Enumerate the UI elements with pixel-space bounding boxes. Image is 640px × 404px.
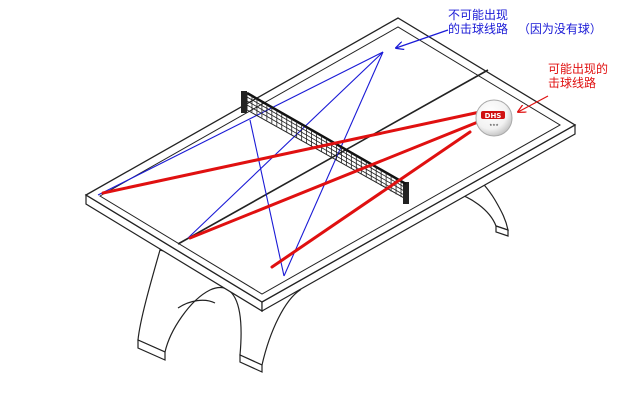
impossible-paths bbox=[97, 51, 384, 277]
ball-brand: DHS bbox=[485, 112, 502, 120]
impossible-path-2 bbox=[187, 51, 384, 239]
table-apron bbox=[85, 123, 576, 313]
impossible-label-line1: 不可能出现 bbox=[448, 8, 509, 22]
table-white-line bbox=[99, 26, 561, 295]
possible-path-1 bbox=[101, 110, 482, 195]
possible-label-line2: 击球线路 bbox=[548, 76, 597, 90]
impossible-label-line2: 的击球线路 bbox=[448, 22, 509, 36]
impossible-arrow bbox=[396, 29, 449, 48]
table-center-line bbox=[177, 69, 489, 245]
net-mesh-horizontal bbox=[246, 96, 407, 189]
net-post-left bbox=[241, 91, 247, 113]
possible-arrow bbox=[518, 95, 549, 112]
impossible-path-4 bbox=[249, 119, 285, 277]
possible-paths-label: 可能出现的 击球线路 bbox=[548, 62, 608, 90]
possible-path-3 bbox=[270, 130, 472, 269]
impossible-paths-label: 不可能出现 的击球线路 （因为没有球） bbox=[448, 8, 602, 36]
possible-label-line1: 可能出现的 bbox=[548, 62, 609, 76]
ping-pong-ball: DHS ★★★ bbox=[475, 99, 513, 137]
svg-text:★★★: ★★★ bbox=[489, 123, 498, 127]
net-mesh-horizontal bbox=[246, 104, 407, 197]
impossible-path-1 bbox=[97, 51, 384, 196]
possible-path-2 bbox=[188, 120, 480, 240]
possible-paths bbox=[101, 110, 482, 269]
impossible-label-note: （因为没有球） bbox=[517, 22, 602, 36]
impossible-path-3 bbox=[283, 51, 384, 277]
